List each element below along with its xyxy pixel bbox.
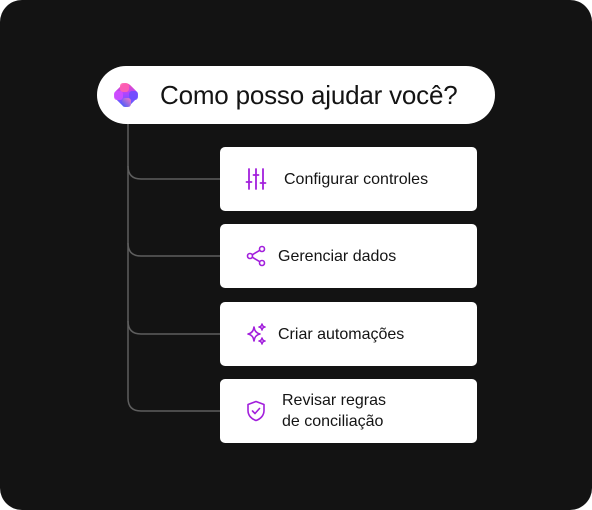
shield-check-icon bbox=[247, 400, 265, 422]
gradient-star-logo-icon bbox=[114, 83, 138, 107]
sparkles-icon bbox=[247, 323, 266, 345]
prompt-bubble[interactable]: Como posso ajudar você? bbox=[97, 66, 495, 124]
sliders-icon bbox=[245, 168, 267, 190]
option-label-line1: Revisar regras bbox=[282, 392, 387, 409]
option-configurar-controles[interactable]: Configurar controles bbox=[220, 147, 477, 211]
option-label: Revisar regras de conciliação bbox=[282, 379, 386, 443]
option-criar-automacoes[interactable]: Criar automações bbox=[220, 302, 477, 366]
option-label: Gerenciar dados bbox=[278, 247, 397, 265]
option-label-line2: de conciliação bbox=[282, 413, 384, 430]
prompt-question: Como posso ajudar você? bbox=[160, 80, 458, 110]
option-label: Criar automações bbox=[278, 325, 405, 343]
option-revisar-regras[interactable]: Revisar regras de conciliação bbox=[220, 379, 477, 443]
option-gerenciar-dados[interactable]: Gerenciar dados bbox=[220, 224, 477, 288]
share-icon bbox=[246, 245, 266, 267]
option-label: Configurar controles bbox=[284, 170, 429, 188]
